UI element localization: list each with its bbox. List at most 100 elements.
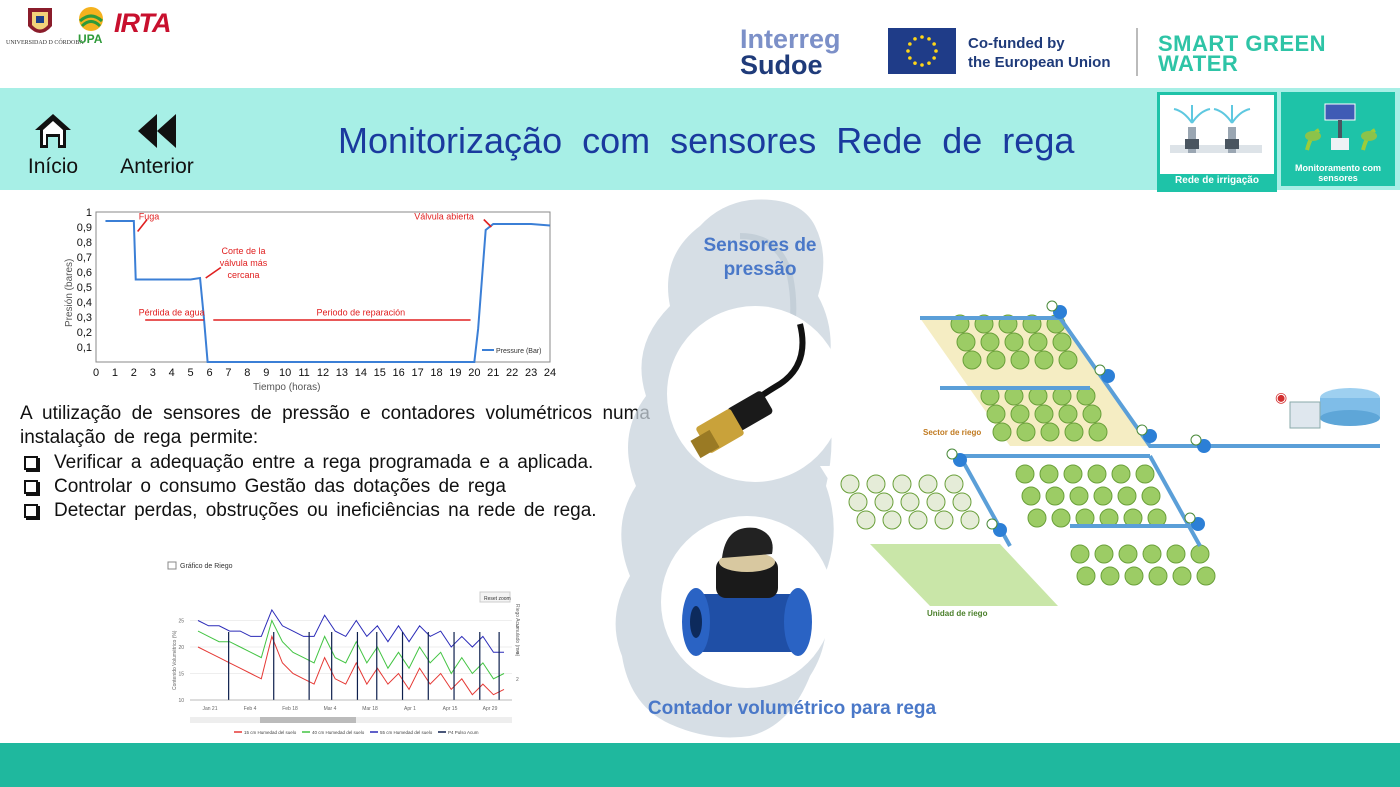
x-tick-label: Mar 4 bbox=[324, 706, 337, 712]
rewind-icon bbox=[138, 114, 176, 148]
tree-icon bbox=[952, 492, 972, 512]
tree-icon bbox=[874, 492, 894, 512]
tree-icon bbox=[1039, 464, 1059, 484]
card-irrigation-network[interactable]: Rede de irrigação bbox=[1157, 92, 1277, 192]
irta-logo: IRTA bbox=[114, 8, 171, 38]
bullet-text: Verificar a adequação entre a rega progr… bbox=[54, 452, 594, 473]
tree-icon bbox=[1124, 566, 1144, 586]
series-line-1 bbox=[197, 634, 505, 696]
sprinkler-network-icon bbox=[1170, 105, 1262, 153]
controller-icon bbox=[1289, 401, 1321, 429]
tree-icon bbox=[986, 404, 1006, 424]
x-tick-label: 5 bbox=[188, 367, 194, 379]
chart-icon bbox=[167, 561, 177, 570]
upa-logo-icon bbox=[78, 7, 104, 31]
x-tick-label: Mar 18 bbox=[362, 706, 378, 712]
card-monitoring-label: Monitoramento com sensores bbox=[1281, 161, 1395, 186]
tree-icon bbox=[1117, 486, 1137, 506]
footer-bar bbox=[0, 743, 1400, 787]
eu-star-icon bbox=[932, 42, 936, 46]
x-tick-label: 21 bbox=[487, 367, 499, 379]
interreg-line1: Interreg bbox=[740, 24, 841, 54]
unidad-label: Unidad de riego bbox=[927, 609, 988, 618]
tree-icon bbox=[956, 332, 976, 352]
tree-icon bbox=[1028, 332, 1048, 352]
x-tick-label: Apr 1 bbox=[404, 706, 416, 712]
x-tick-label: 6 bbox=[206, 367, 212, 379]
x-tick-label: 12 bbox=[317, 367, 329, 379]
tree-icon bbox=[944, 474, 964, 494]
fuga-arrow bbox=[136, 219, 148, 232]
y-axis-label: Presión (bares) bbox=[64, 259, 75, 327]
tree-icon bbox=[1016, 422, 1036, 442]
card-sensor-monitoring[interactable]: Monitoramento com sensores bbox=[1281, 92, 1395, 186]
x-tick-label: 1 bbox=[112, 367, 118, 379]
tree-icon bbox=[1166, 544, 1186, 564]
tree-icon bbox=[856, 510, 876, 530]
tree-icon bbox=[992, 422, 1012, 442]
tree-icon bbox=[1190, 544, 1210, 564]
tree-icon bbox=[1076, 566, 1096, 586]
tree-icon bbox=[1142, 544, 1162, 564]
tree-icon bbox=[1034, 350, 1054, 370]
back-button[interactable]: Anterior bbox=[116, 112, 198, 184]
gauge-icon bbox=[1046, 300, 1058, 312]
home-icon bbox=[35, 114, 71, 148]
x-tick-label: 2 bbox=[131, 367, 137, 379]
series-line-3 bbox=[197, 608, 504, 653]
y-tick-label: 20 bbox=[178, 645, 184, 651]
y2-axis-label: Riego Acumulado (mm) bbox=[514, 604, 520, 657]
x-tick-label: 0 bbox=[93, 367, 99, 379]
x-tick-label: Feb 18 bbox=[282, 706, 298, 712]
tree-icon bbox=[900, 492, 920, 512]
tree-icon bbox=[1172, 566, 1192, 586]
tree-icon bbox=[1135, 464, 1155, 484]
gauge-icon bbox=[1190, 434, 1202, 446]
home-label: Início bbox=[27, 155, 79, 178]
tree-icon bbox=[1058, 404, 1078, 424]
tree-icon bbox=[980, 332, 1000, 352]
project-logo: SMART GREEN WATER bbox=[1158, 33, 1326, 75]
legend-label: 15 cm Humedad del suelo bbox=[244, 730, 297, 735]
eu-star-icon bbox=[913, 37, 917, 41]
pressure-sensor-photo bbox=[667, 306, 843, 482]
reset-zoom-label: Reset zoom bbox=[484, 596, 511, 602]
tree-icon bbox=[882, 510, 902, 530]
x-tick-label: 15 bbox=[374, 367, 386, 379]
tree-icon bbox=[1010, 404, 1030, 424]
eu-star-icon bbox=[920, 35, 924, 39]
tree-icon bbox=[986, 350, 1006, 370]
tree-icon bbox=[1100, 566, 1120, 586]
tree-icon bbox=[960, 510, 980, 530]
tree-icon bbox=[866, 474, 886, 494]
list-item: Controlar o consumo Gestão das dotações … bbox=[20, 475, 660, 499]
x-tick-label: 20 bbox=[468, 367, 480, 379]
interreg-logo: Interreg Sudoe bbox=[740, 24, 841, 79]
tree-icon bbox=[908, 510, 928, 530]
y-tick-label: 0,1 bbox=[77, 342, 92, 354]
valvula-arrow bbox=[483, 218, 492, 228]
cofunded-line2: the European Union bbox=[968, 54, 1111, 71]
eu-star-icon bbox=[927, 61, 931, 65]
eu-star-icon bbox=[927, 37, 931, 41]
x-tick-label: 18 bbox=[430, 367, 442, 379]
water-meter-label: Contador volumétrico para rega bbox=[647, 698, 937, 719]
annotation-label: cercana bbox=[228, 270, 260, 280]
tree-icon bbox=[962, 350, 982, 370]
eu-star-icon bbox=[932, 56, 936, 60]
back-label: Anterior bbox=[120, 155, 194, 178]
tree-icon bbox=[918, 474, 938, 494]
tree-icon bbox=[1118, 544, 1138, 564]
tree-icon bbox=[1034, 404, 1054, 424]
tree-icon bbox=[1064, 422, 1084, 442]
annotation-label: Pérdida de agua bbox=[139, 308, 205, 318]
tree-icon bbox=[1087, 464, 1107, 484]
eu-star-icon bbox=[920, 63, 924, 67]
sensor-monitoring-icon bbox=[1305, 103, 1377, 151]
annotation-label: Fuga bbox=[139, 212, 160, 222]
gauge-icon bbox=[1094, 364, 1106, 376]
y-tick-label: 0,7 bbox=[77, 252, 92, 264]
tree-icon bbox=[1088, 422, 1108, 442]
home-button[interactable]: Início bbox=[24, 112, 82, 184]
